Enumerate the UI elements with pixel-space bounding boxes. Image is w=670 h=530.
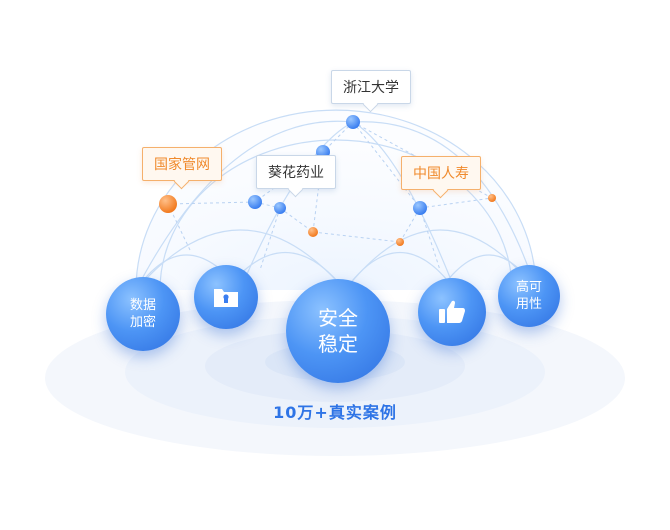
node-orange-right	[488, 194, 496, 202]
node-orange-mid	[396, 238, 404, 246]
data-encryption-circle: 数据 加密	[106, 277, 180, 351]
security-stable-circle: 安全 稳定	[286, 279, 390, 383]
node-kuihua	[274, 202, 286, 214]
security-stable-label: 安全 稳定	[318, 306, 358, 356]
label-kuihua-yaoye: 葵花药业	[256, 155, 336, 189]
node-kuihua-left	[248, 195, 262, 209]
data-encryption-label: 数据 加密	[129, 298, 156, 330]
label-zhejiang-university: 浙江大学	[331, 70, 411, 104]
node-zhejiang	[346, 115, 360, 129]
lock-folder-icon	[214, 289, 238, 307]
high-availability-label: 高可 用性	[515, 280, 542, 312]
lock-folder-circle	[194, 265, 258, 329]
cases-caption: 10万+真实案例	[273, 403, 397, 422]
high-availability-circle: 高可 用性	[498, 265, 560, 327]
thumbs-up-circle	[418, 278, 486, 346]
node-orange-center	[308, 227, 318, 237]
node-guojia	[159, 195, 177, 213]
label-zhongguo-renshou: 中国人寿	[401, 156, 481, 190]
thumbs-up-icon	[439, 300, 465, 323]
node-zhongguo	[413, 201, 427, 215]
label-guojia-guanwang: 国家管网	[142, 147, 222, 181]
